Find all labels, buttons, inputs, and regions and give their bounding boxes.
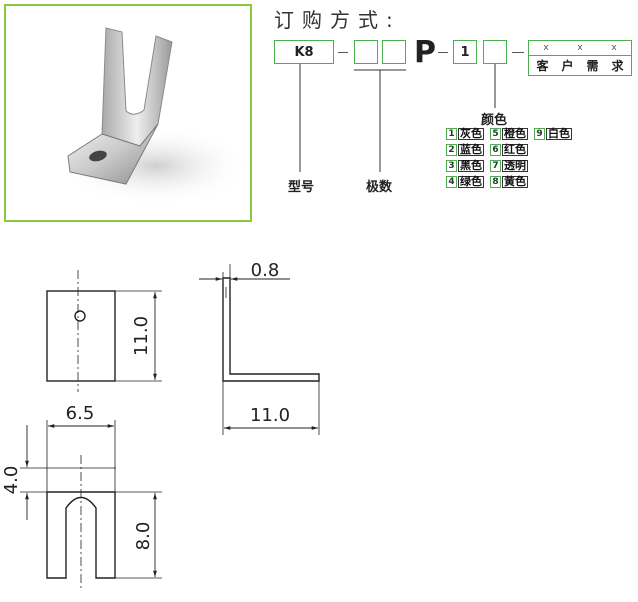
customer-requirement-label: 客 户 需 求 (536, 59, 624, 73)
x-mark: x (543, 43, 549, 53)
color-label: 颜色 (481, 113, 508, 128)
technical-drawing: 11.0 0.8 11.0 6.5 4.0 8.0 (1, 260, 320, 590)
dim-width: 6.5 (66, 403, 95, 424)
terminal-photo (61, 27, 251, 206)
model-label: 型号 (288, 180, 315, 195)
model-code-box: K8 (274, 40, 334, 64)
front-view-outline (46, 290, 116, 382)
product-photo-frame (4, 4, 252, 222)
color-digit-box (483, 40, 507, 64)
dim-slot-top: 4.0 (1, 466, 22, 495)
order-title: 订购方式: (274, 8, 401, 32)
dim-front-height: 11.0 (131, 316, 152, 356)
p-letter: P (414, 35, 436, 70)
separator (338, 52, 348, 53)
separator (512, 52, 524, 53)
customer-requirement-frame (528, 40, 632, 76)
x-mark: x (611, 43, 617, 53)
leader-lines (299, 64, 496, 172)
poles-label: 极数 (366, 180, 393, 195)
dim-slot-depth: 8.0 (133, 522, 154, 551)
dim-side-length: 11.0 (250, 405, 290, 426)
color-code-box: 1 (453, 40, 477, 64)
bottom-view-outline (46, 491, 116, 579)
x-mark: x (577, 43, 583, 53)
separator (438, 52, 448, 53)
front-hole (74, 310, 86, 322)
side-view-outline (222, 277, 320, 382)
pole-digit-box-1 (354, 40, 378, 64)
pole-digit-box-2 (382, 40, 406, 64)
requirement-divider (528, 55, 632, 56)
dim-thickness: 0.8 (251, 260, 280, 281)
